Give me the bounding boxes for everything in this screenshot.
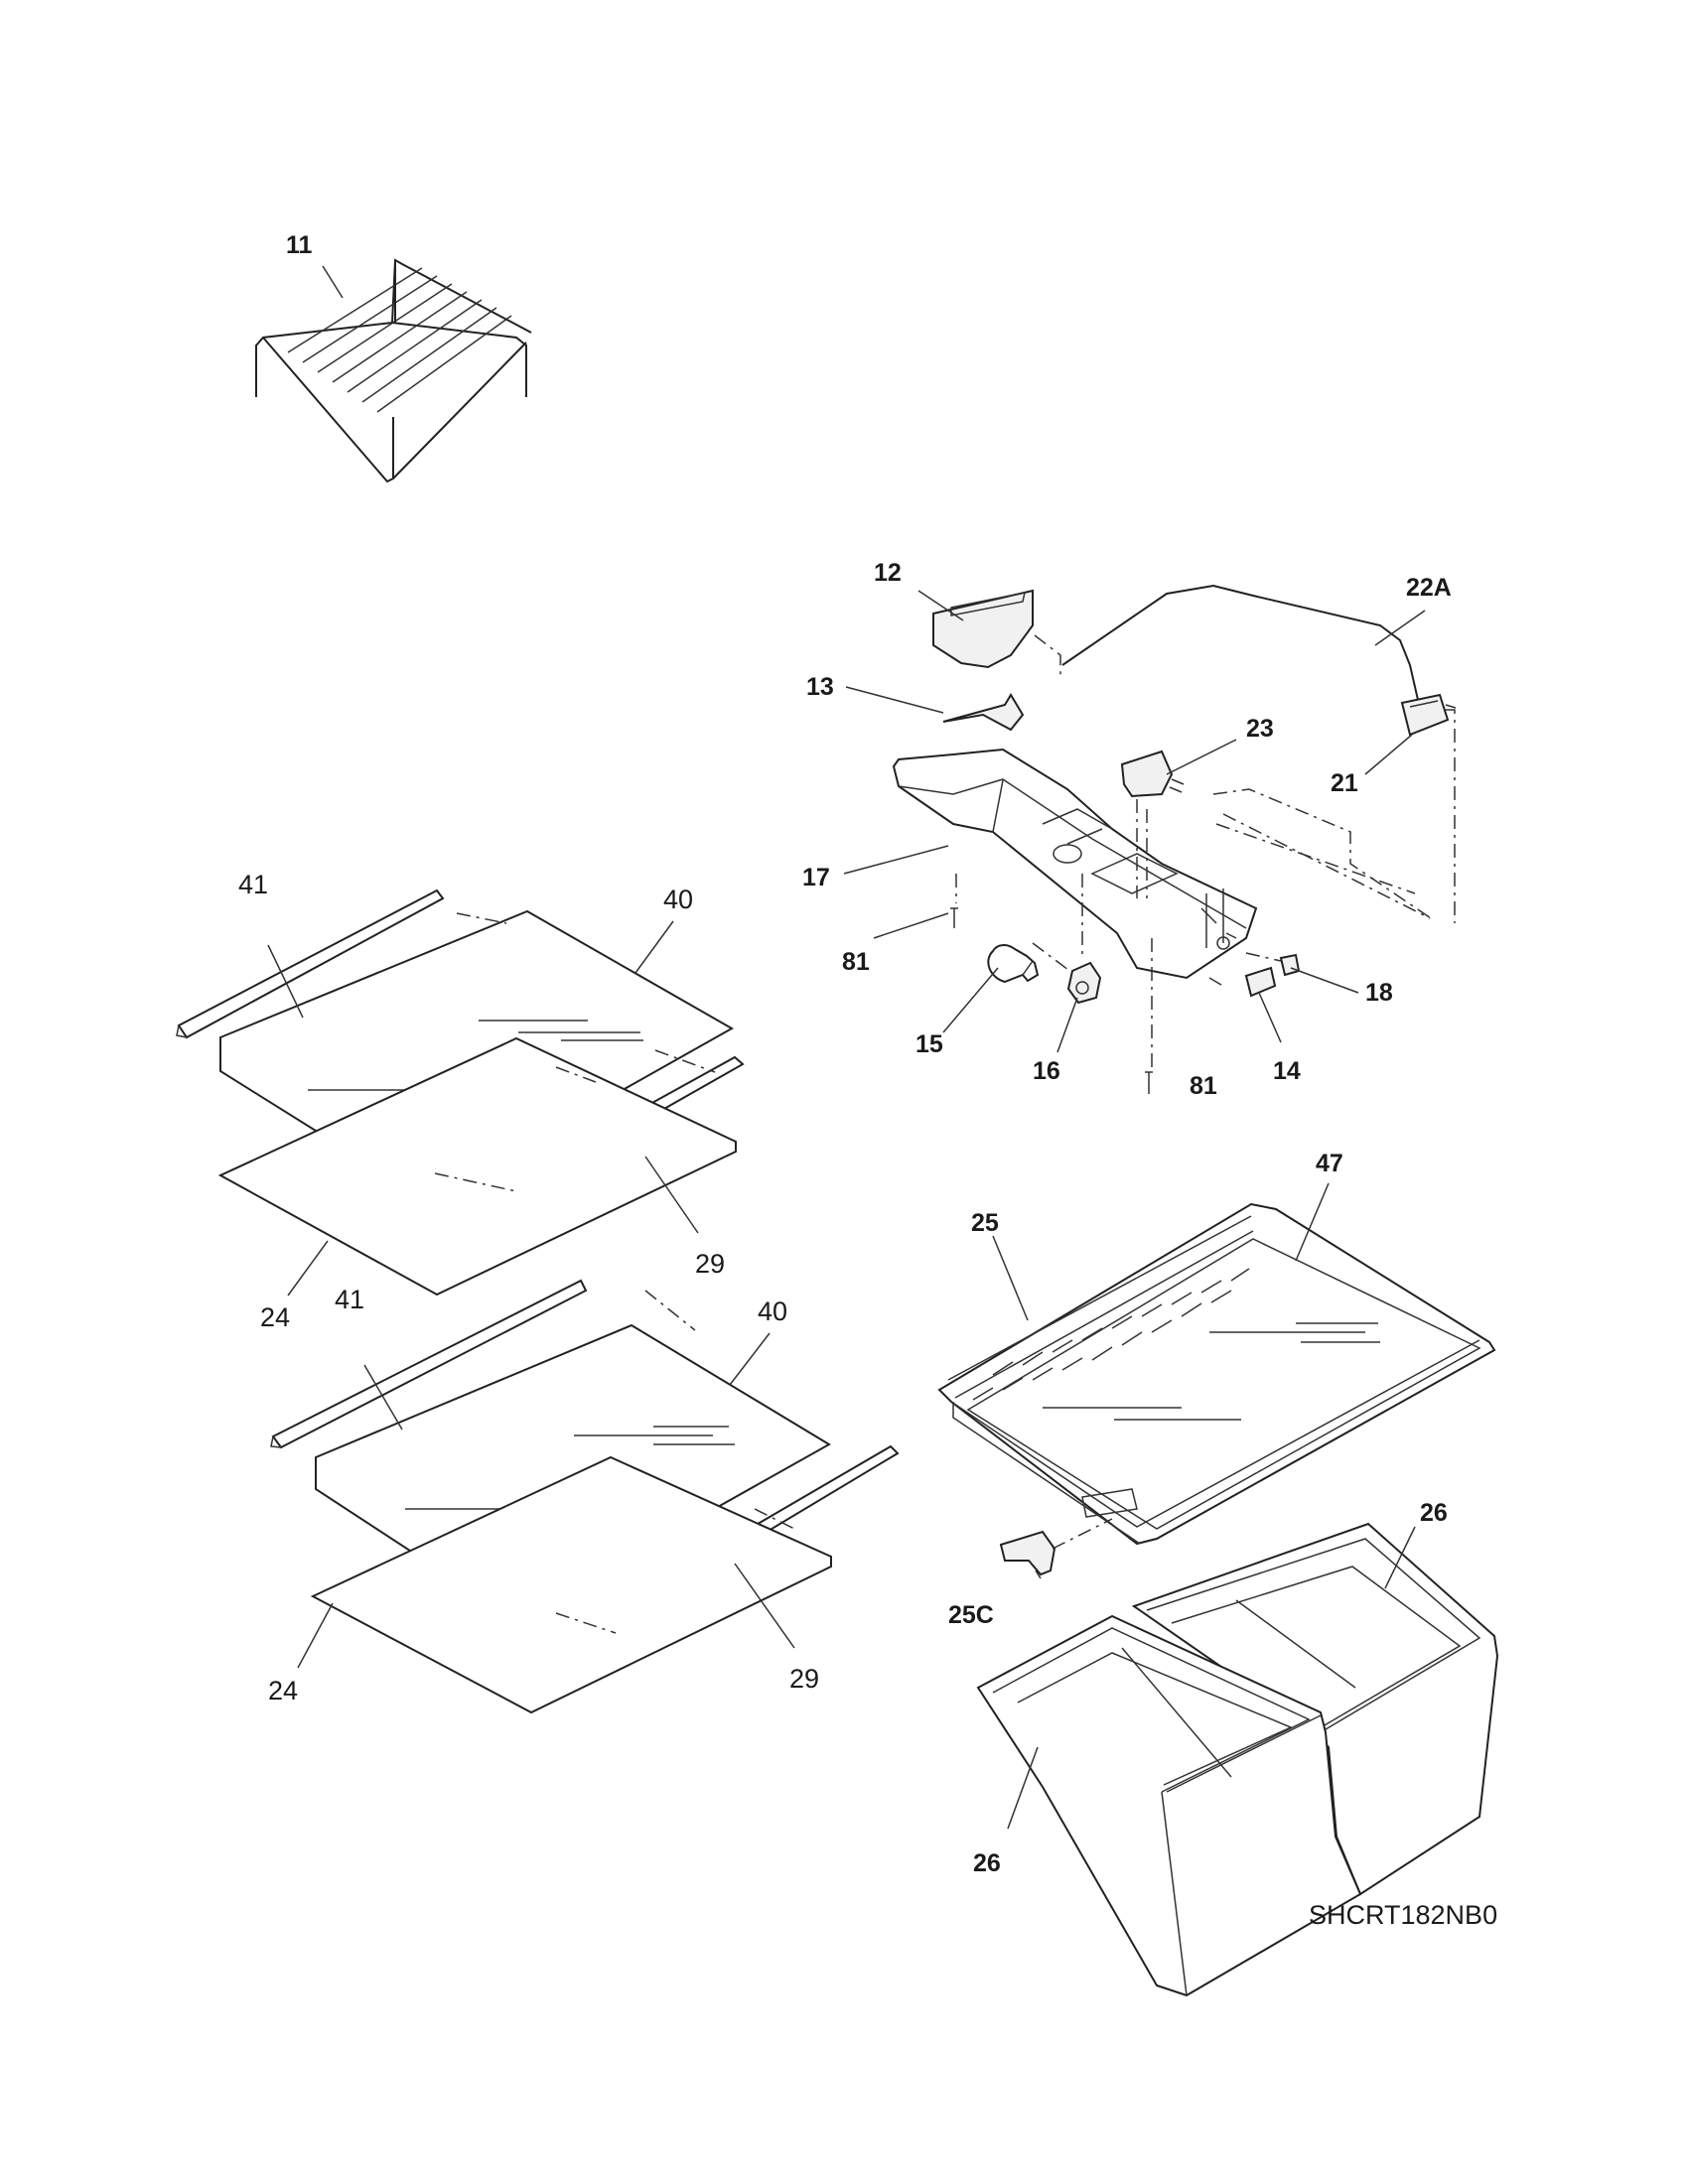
callout-40-upper: 40 (663, 885, 693, 914)
screw-part-81-right[interactable] (1145, 1071, 1153, 1094)
shelf-trim-part-41-upper[interactable] (176, 888, 445, 1039)
wire-rack-part-11[interactable] (255, 258, 532, 483)
callout-17: 17 (802, 864, 830, 891)
door-switch-part-23[interactable] (1120, 750, 1185, 798)
callout-24-lower: 24 (268, 1676, 298, 1706)
callout-18: 18 (1365, 979, 1393, 1007)
wire-harness-part-22a[interactable] (1034, 584, 1419, 701)
callout-29-upper: 29 (695, 1249, 725, 1279)
callout-13: 13 (806, 673, 834, 701)
shelf-frame-part-24-upper[interactable] (217, 1036, 737, 1297)
shelf-trim-part-41-lower[interactable] (270, 1279, 588, 1449)
light-bulb-part-15[interactable] (987, 944, 1040, 984)
callout-25: 25 (971, 1209, 999, 1237)
callout-15: 15 (915, 1030, 943, 1058)
cover-support-part-25c[interactable] (999, 1518, 1113, 1576)
crisper-drawer-part-26-left[interactable] (976, 1614, 1362, 1997)
diagram-code: SHCRT182NB0 (1309, 1900, 1497, 1930)
upper-shelf-dash-leaders (434, 912, 716, 1192)
callout-40-lower: 40 (758, 1297, 787, 1326)
callout-24-upper: 24 (260, 1302, 290, 1332)
crisper-cover-part-25[interactable] (937, 1202, 1496, 1546)
glass-insert-part-47[interactable] (966, 1238, 1481, 1530)
callout-81-left: 81 (842, 948, 870, 976)
light-diffuser-part-13[interactable] (942, 693, 1025, 732)
callout-labels: 11 12 13 22A 23 21 17 81 18 15 16 81 14 … (238, 231, 1452, 1877)
callout-22a: 22A (1406, 574, 1452, 602)
callout-23: 23 (1246, 715, 1274, 743)
callout-26-left: 26 (973, 1849, 1001, 1877)
rivet-part-18[interactable] (1279, 953, 1301, 977)
callout-47: 47 (1316, 1150, 1343, 1177)
callout-25c: 25C (948, 1601, 994, 1629)
callout-14: 14 (1273, 1057, 1301, 1085)
light-housing-part-17[interactable] (892, 748, 1258, 980)
shelf-frame-part-24-lower[interactable] (310, 1455, 832, 1714)
callout-11: 11 (286, 231, 313, 259)
dash-leaders (955, 709, 1456, 1072)
callout-26-right: 26 (1420, 1499, 1448, 1527)
light-shield-part-12[interactable] (932, 589, 1034, 669)
callout-41-upper: 41 (238, 870, 268, 899)
callout-41-lower: 41 (335, 1285, 364, 1314)
lamp-socket-part-16[interactable] (1066, 961, 1102, 1005)
light-switch-part-14[interactable] (1244, 966, 1277, 998)
lower-shelf-dash-leaders (555, 1290, 795, 1634)
callout-16: 16 (1033, 1057, 1060, 1085)
callout-29-lower: 29 (789, 1664, 819, 1694)
screw-part-81-left[interactable] (950, 907, 958, 928)
connector-part-21[interactable] (1400, 693, 1457, 737)
callout-21: 21 (1331, 769, 1358, 797)
leader-lines (267, 265, 1426, 1830)
callout-81-right: 81 (1190, 1072, 1217, 1100)
callout-12: 12 (874, 559, 902, 587)
